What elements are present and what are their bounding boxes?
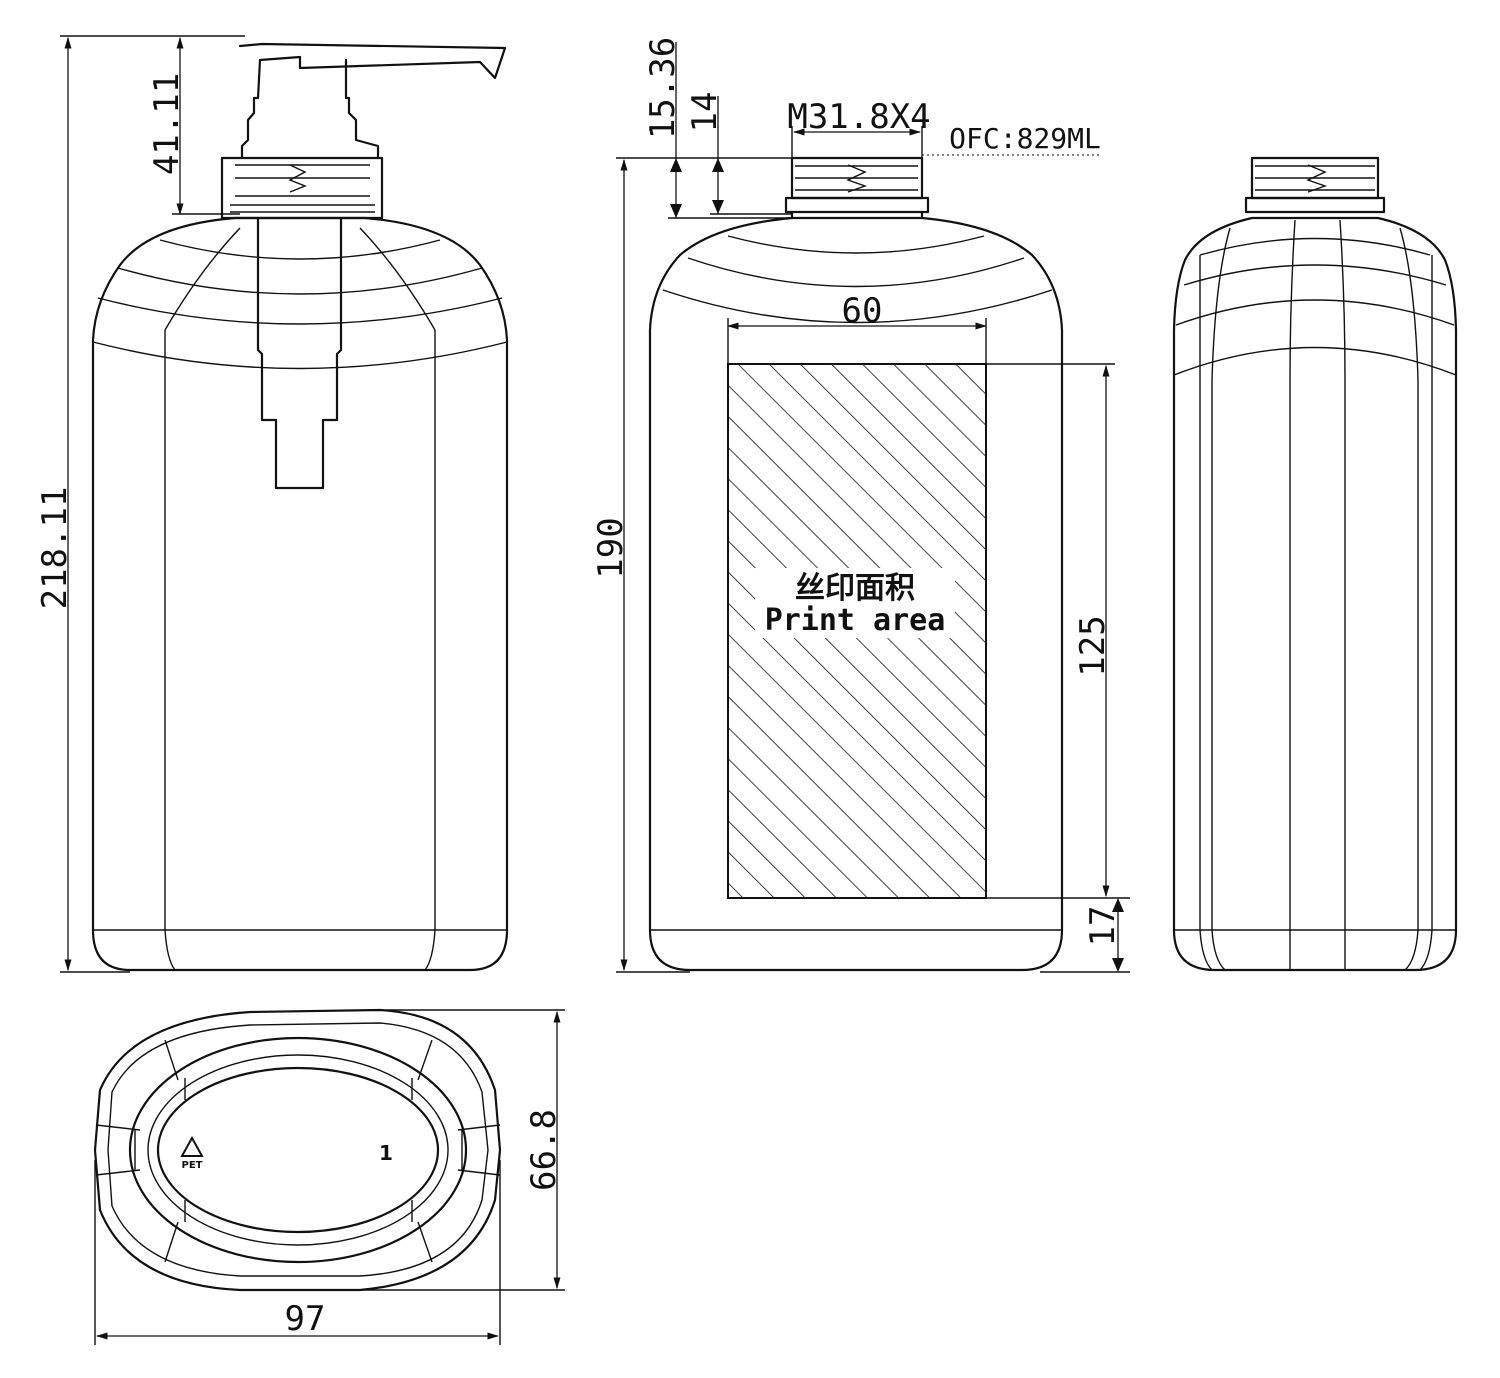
front-view-with-pump: 218.11 41.11 bbox=[35, 35, 509, 973]
dim-bottom-offset: 17 bbox=[1083, 906, 1123, 947]
print-area-label-cn: 丝印面积 bbox=[795, 571, 915, 606]
dim-total-height: 218.11 bbox=[35, 487, 75, 610]
pump-spout bbox=[238, 42, 507, 160]
dim-print-width: 60 bbox=[842, 291, 883, 331]
bottom-view: PET 1 66.8 97 bbox=[93, 1008, 565, 1345]
print-area-label-en: Print area bbox=[765, 603, 946, 638]
side-view bbox=[1172, 156, 1458, 972]
dim-bottle-height: 190 bbox=[591, 517, 631, 578]
dim-pump-height: 41.11 bbox=[147, 73, 187, 175]
front-view-print-area: 丝印面积 Print area 60 125 17 190 15.36 bbox=[591, 37, 1130, 973]
recycle-code: PET bbox=[182, 1160, 203, 1171]
recycle-icon bbox=[180, 1135, 204, 1157]
bottle-body-front bbox=[91, 216, 509, 972]
dim-print-height: 125 bbox=[1073, 615, 1113, 676]
dim-neck-height-1: 15.36 bbox=[643, 37, 683, 139]
dim-base-depth: 66.8 bbox=[524, 1109, 564, 1191]
cavity-number: 1 bbox=[379, 1141, 393, 1165]
dim-thread: M31.8X4 bbox=[787, 97, 930, 137]
pump-collar bbox=[220, 156, 384, 220]
pump-tube bbox=[256, 216, 343, 490]
dim-base-width: 97 bbox=[285, 1299, 326, 1339]
bottle-body-side bbox=[1172, 216, 1458, 972]
dim-neck-height-2: 14 bbox=[685, 92, 725, 133]
bottle-body-print bbox=[648, 216, 1064, 972]
base-outer bbox=[93, 1008, 502, 1292]
capacity-label: OFC:829ML bbox=[949, 122, 1101, 155]
